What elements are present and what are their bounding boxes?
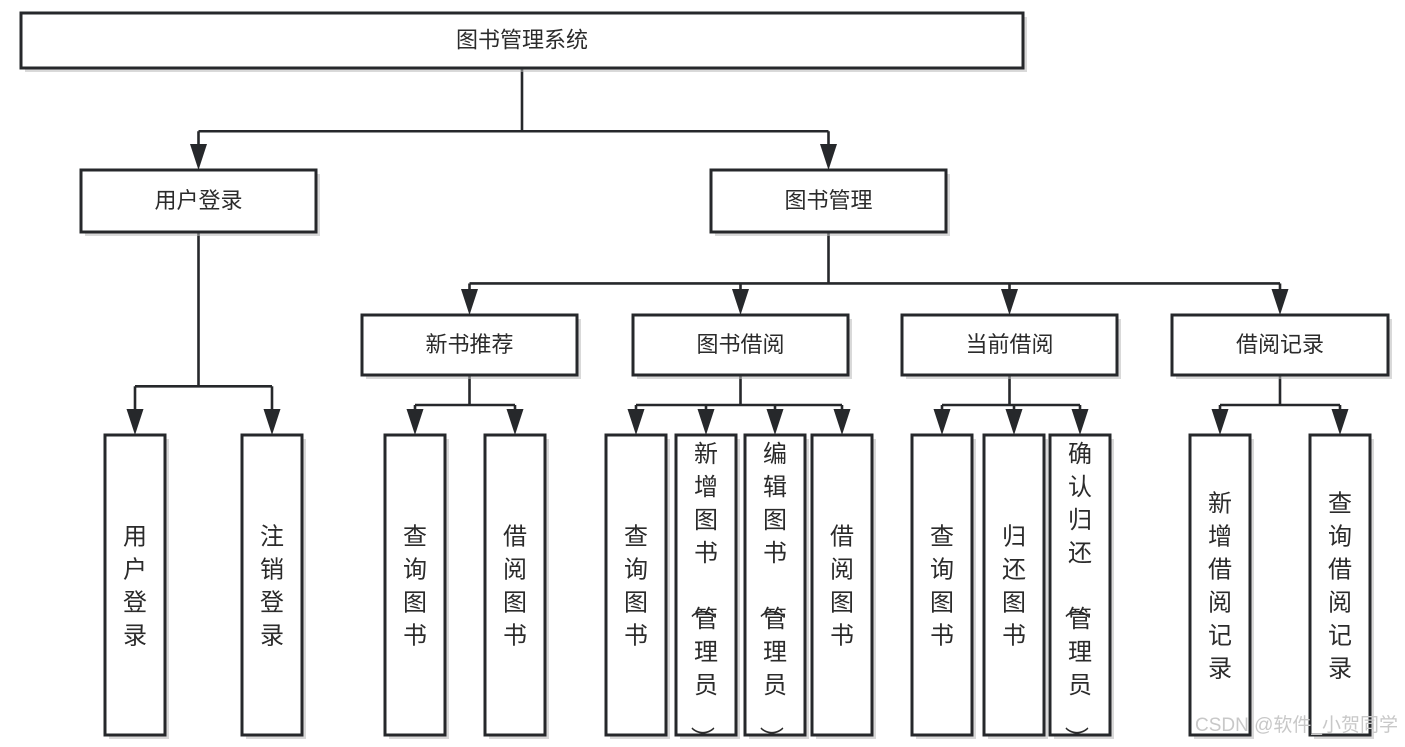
node-box[interactable]	[810, 433, 874, 737]
node-root[interactable]: 图书管理系统	[19, 11, 1027, 72]
node-label: 新增借阅记录	[1208, 491, 1232, 683]
node-box[interactable]	[103, 433, 167, 737]
node-leaf-user-login[interactable]: 用户登录	[103, 433, 169, 739]
node-box[interactable]	[604, 433, 668, 737]
node-label: 查询借阅记录	[1328, 491, 1352, 683]
node-box[interactable]	[1308, 433, 1372, 737]
node-label: 用户登录	[123, 524, 147, 650]
node-box[interactable]	[982, 433, 1046, 737]
node-box[interactable]	[631, 313, 850, 377]
node-leaf-borrow-book-rec[interactable]: 借阅图书	[483, 433, 549, 739]
node-layer: 图书管理系统用户登录图书管理新书推荐图书借阅当前借阅借阅记录用户登录注销登录查询…	[19, 11, 1392, 747]
node-box[interactable]	[360, 313, 579, 377]
csdn-watermark: CSDN @软件_小贺同学	[1195, 714, 1398, 736]
node-leaf-query-book-rec[interactable]: 查询图书	[383, 433, 449, 739]
node-label: 编辑图书（管理员）	[757, 441, 787, 747]
node-label: 借阅图书	[503, 524, 527, 650]
node-leaf-borrow-book[interactable]: 借阅图书	[810, 433, 876, 739]
node-borrow-record[interactable]: 借阅记录	[1170, 313, 1392, 379]
node-box[interactable]	[709, 168, 948, 234]
node-leaf-add-book-admin[interactable]: 新增图书（管理员）	[674, 433, 740, 747]
node-label: 图书管理	[784, 188, 872, 213]
node-box[interactable]	[483, 433, 547, 737]
node-box[interactable]	[79, 168, 318, 234]
node-label: 图书借阅	[696, 332, 784, 357]
node-leaf-query-book-current[interactable]: 查询图书	[910, 433, 976, 739]
node-box[interactable]	[900, 313, 1119, 377]
node-book-management[interactable]: 图书管理	[709, 168, 950, 236]
node-label: 查询图书	[624, 524, 648, 650]
node-label: 确认归还（管理员）	[1062, 441, 1092, 747]
node-leaf-confirm-return-admin[interactable]: 确认归还（管理员）	[1048, 433, 1114, 747]
node-book-borrow[interactable]: 图书借阅	[631, 313, 852, 379]
node-user-login[interactable]: 用户登录	[79, 168, 320, 236]
node-new-book-recommend[interactable]: 新书推荐	[360, 313, 581, 379]
node-leaf-query-book-borrow[interactable]: 查询图书	[604, 433, 670, 739]
node-label: 归还图书	[1002, 524, 1026, 650]
node-box[interactable]	[910, 433, 974, 737]
node-leaf-add-borrow-record[interactable]: 新增借阅记录	[1188, 433, 1254, 739]
connector-layer	[126, 68, 1349, 435]
node-box[interactable]	[743, 433, 807, 737]
node-leaf-edit-book-admin[interactable]: 编辑图书（管理员）	[743, 433, 809, 747]
node-label: 查询图书	[403, 524, 427, 650]
node-box[interactable]	[1188, 433, 1252, 737]
node-label: 新书推荐	[425, 332, 513, 357]
node-leaf-query-borrow-record[interactable]: 查询借阅记录	[1308, 433, 1374, 739]
node-box[interactable]	[1048, 433, 1112, 737]
node-label: 注销登录	[260, 524, 284, 650]
node-box[interactable]	[674, 433, 738, 737]
node-box[interactable]	[383, 433, 447, 737]
node-label: 图书管理系统	[456, 27, 588, 52]
node-current-borrow[interactable]: 当前借阅	[900, 313, 1121, 379]
node-box[interactable]	[19, 11, 1025, 70]
node-label: 借阅记录	[1236, 332, 1324, 357]
node-box[interactable]	[240, 433, 304, 737]
node-leaf-logout-login[interactable]: 注销登录	[240, 433, 306, 739]
node-label: 借阅图书	[830, 524, 854, 650]
node-leaf-return-book[interactable]: 归还图书	[982, 433, 1048, 739]
node-label: 当前借阅	[965, 332, 1053, 357]
node-box[interactable]	[1170, 313, 1390, 377]
node-label: 新增图书（管理员）	[688, 441, 718, 747]
node-label: 查询图书	[930, 524, 954, 650]
node-label: 用户登录	[154, 188, 242, 213]
